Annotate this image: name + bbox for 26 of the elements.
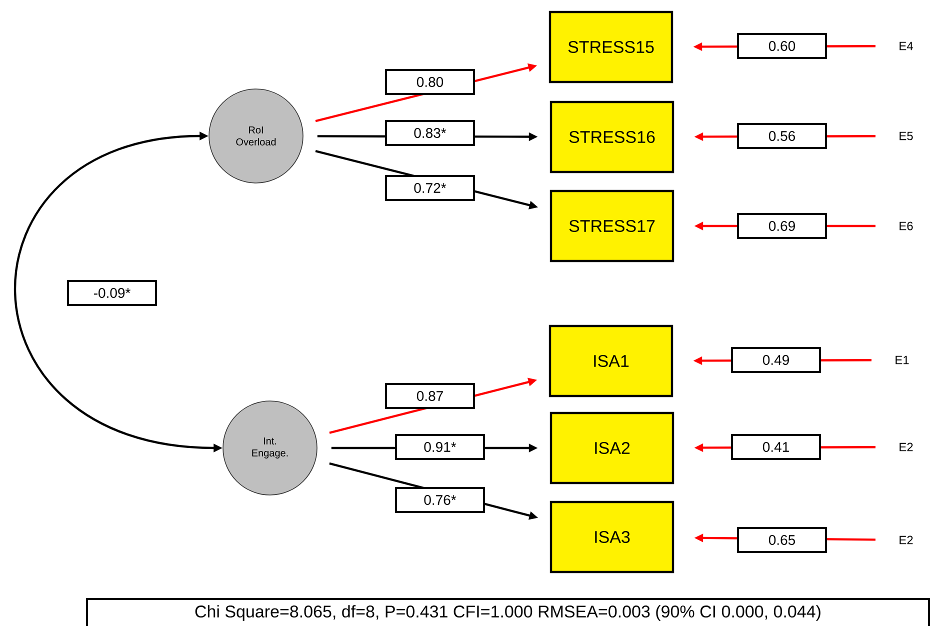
observed-variable-box: STRESS15	[548, 10, 674, 84]
edge-label: 0.72*	[385, 175, 475, 201]
error-label: E1	[896, 356, 909, 364]
edge-label: 0.87	[385, 383, 475, 409]
edge-label: 0.91*	[395, 434, 485, 460]
error-label: E6	[900, 222, 913, 230]
edge-label: 0.83*	[385, 120, 475, 146]
edge-label: 0.69	[737, 213, 827, 239]
observed-variable-box: STRESS17	[550, 190, 674, 262]
edge-label: 0.60	[737, 33, 827, 59]
error-label: E5	[900, 132, 913, 140]
fit-statistics-box: Chi Square=8.065, df=8, P=0.431 CFI=1.000 RMSEA=0.003 (90% CI 0.000, 0.044)	[86, 598, 930, 626]
edge-label: 0.76*	[395, 487, 485, 513]
observed-variable-box: ISA3	[550, 500, 674, 574]
observed-variable-box: ISA2	[550, 412, 674, 484]
edge-label: 0.41	[731, 434, 821, 460]
error-label: E2	[900, 536, 913, 544]
coefficient-label: -0.09*	[67, 280, 157, 306]
edge-label: 0.56	[737, 123, 827, 149]
edge-label: 0.65	[737, 527, 827, 553]
observed-variable-box: STRESS16	[550, 100, 674, 174]
edge-label: 0.80	[385, 69, 475, 95]
error-label: E4	[900, 42, 913, 50]
error-label: E2	[900, 442, 913, 452]
observed-variable-box: ISA1	[548, 324, 674, 398]
edge-label: 0.49	[731, 347, 821, 373]
